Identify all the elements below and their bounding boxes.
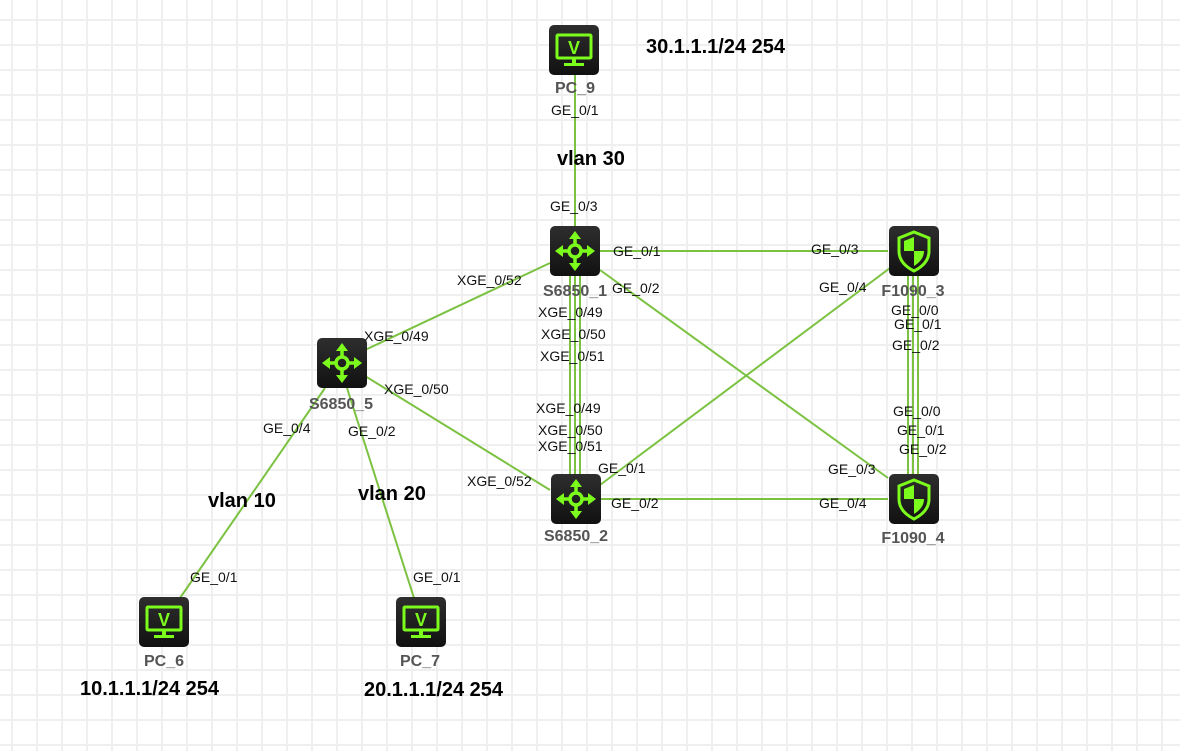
port-label: XGE_0/51 xyxy=(538,438,603,454)
port-label: GE_0/4 xyxy=(819,279,867,295)
pc-monitor-icon: V xyxy=(145,605,183,638)
node-s6850-2[interactable] xyxy=(551,474,601,524)
node-f1090-3[interactable] xyxy=(889,226,939,276)
port-label: XGE_0/51 xyxy=(540,348,605,364)
port-label: GE_0/3 xyxy=(828,461,876,477)
port-label: GE_0/1 xyxy=(897,422,945,438)
firewall-shield-icon xyxy=(897,478,931,521)
port-label: GE_0/1 xyxy=(413,569,461,585)
port-label: GE_0/0 xyxy=(893,403,941,419)
port-label: XGE_0/50 xyxy=(384,381,449,397)
annotation-pc6-ip: 10.1.1.1/24 254 xyxy=(80,678,220,700)
svg-text:V: V xyxy=(415,610,427,630)
port-label: GE_0/0 xyxy=(891,302,939,318)
port-label: GE_0/2 xyxy=(899,441,947,457)
link-s6850-2-f1090-3[interactable] xyxy=(599,267,891,486)
link-s6850-5-s6850-2[interactable] xyxy=(364,375,551,491)
port-label: GE_0/1 xyxy=(894,316,942,332)
port-label: XGE_0/50 xyxy=(541,326,606,342)
node-pc-6[interactable]: V xyxy=(139,597,189,647)
node-s6850-1[interactable] xyxy=(550,226,600,276)
annotation-vlan20: vlan 20 xyxy=(358,483,426,505)
node-label-s6850-5: S6850_5 xyxy=(308,396,374,413)
switch-arrows-icon xyxy=(555,231,595,271)
node-label-pc-7: PC_7 xyxy=(399,653,441,670)
port-label: GE_0/1 xyxy=(598,460,646,476)
link-s6850-5-pc7[interactable] xyxy=(346,387,415,599)
link-s6850-1-f1090-4[interactable] xyxy=(599,269,889,479)
node-s6850-5[interactable] xyxy=(317,338,367,388)
annotation-vlan30: vlan 30 xyxy=(557,148,625,170)
port-label: GE_0/1 xyxy=(613,243,661,259)
node-label-f1090-3: F1090_3 xyxy=(881,283,945,300)
port-label: GE_0/1 xyxy=(190,569,238,585)
svg-text:V: V xyxy=(158,610,170,630)
port-label: GE_0/2 xyxy=(892,337,940,353)
node-pc-9[interactable]: V xyxy=(549,25,599,75)
port-label: XGE_0/52 xyxy=(457,272,522,288)
node-label-s6850-1: S6850_1 xyxy=(542,283,608,300)
link-s6850-1-s6850-5[interactable] xyxy=(364,262,551,351)
port-label: GE_0/3 xyxy=(550,198,598,214)
node-pc-7[interactable]: V xyxy=(396,597,446,647)
link-s6850-5-pc6[interactable] xyxy=(179,387,326,599)
pc-monitor-icon: V xyxy=(555,33,593,66)
pc-monitor-icon: V xyxy=(402,605,440,638)
port-label: GE_0/4 xyxy=(819,495,867,511)
port-label: XGE_0/50 xyxy=(538,422,603,438)
port-label: XGE_0/49 xyxy=(364,328,429,344)
svg-text:V: V xyxy=(568,38,580,58)
port-label: GE_0/1 xyxy=(551,102,599,118)
port-label: GE_0/3 xyxy=(811,241,859,257)
port-label: GE_0/2 xyxy=(348,423,396,439)
port-label: GE_0/2 xyxy=(612,280,660,296)
node-f1090-4[interactable] xyxy=(889,474,939,524)
annotation-pc9-ip: 30.1.1.1/24 254 xyxy=(646,36,786,58)
node-label-s6850-2: S6850_2 xyxy=(543,528,609,545)
node-label-pc-9: PC_9 xyxy=(554,80,596,97)
node-label-pc-6: PC_6 xyxy=(143,653,185,670)
port-label: GE_0/2 xyxy=(611,495,659,511)
annotation-vlan10: vlan 10 xyxy=(208,490,276,512)
port-label: GE_0/4 xyxy=(263,420,311,436)
port-label: XGE_0/49 xyxy=(536,400,601,416)
node-label-f1090-4: F1090_4 xyxy=(881,530,945,547)
firewall-shield-icon xyxy=(897,230,931,273)
port-label: XGE_0/49 xyxy=(538,304,603,320)
port-label: XGE_0/52 xyxy=(467,473,532,489)
switch-arrows-icon xyxy=(556,479,596,519)
annotation-pc7-ip: 20.1.1.1/24 254 xyxy=(364,679,504,701)
switch-arrows-icon xyxy=(322,343,362,383)
